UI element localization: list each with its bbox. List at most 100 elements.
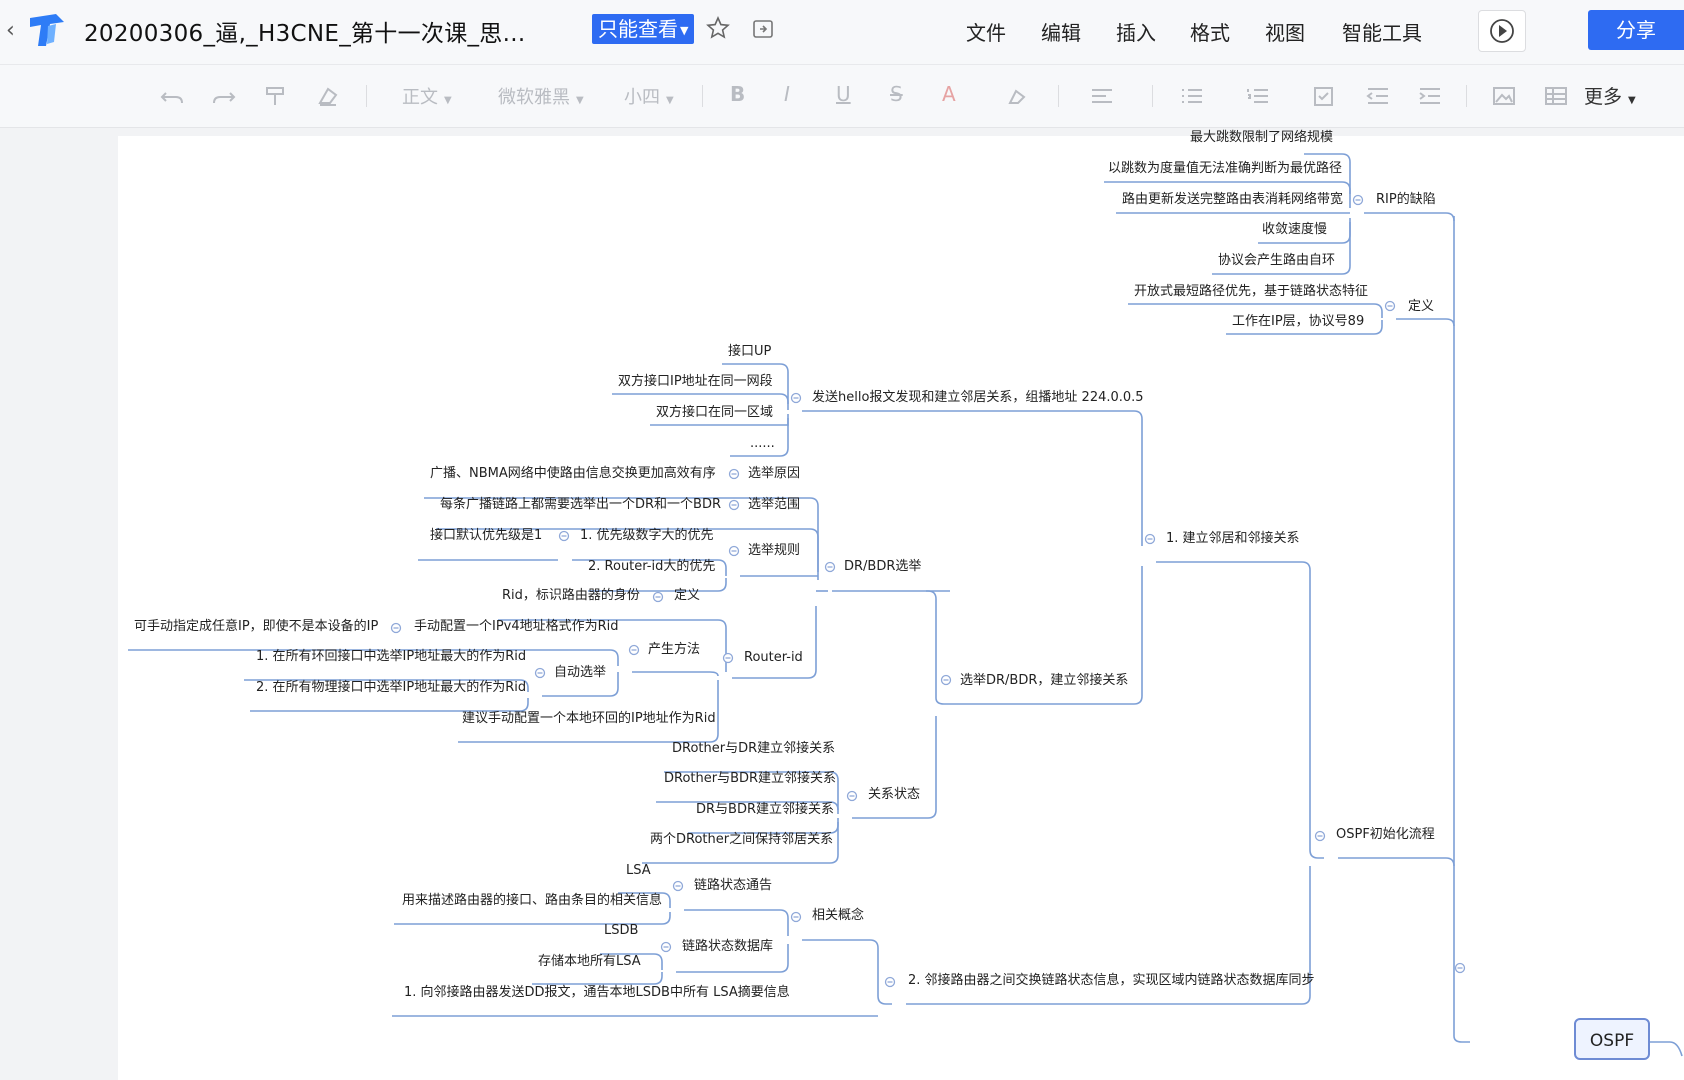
mindmap-node[interactable]: 定义 xyxy=(674,588,701,603)
share-button[interactable]: 分享 xyxy=(1588,10,1684,50)
strikethrough-button[interactable]: S xyxy=(890,82,903,106)
mindmap-node-relation-state[interactable]: 关系状态 xyxy=(868,787,921,802)
view-mode-dropdown[interactable]: 只能查看▼ xyxy=(592,14,695,44)
mindmap-node[interactable]: 最大跳数限制了网络规模 xyxy=(1190,130,1334,145)
document-title: 20200306_逼,_H3CNE_第十一次课_思... xyxy=(84,21,526,47)
mindmap-canvas[interactable]: 最大跳数限制了网络规模 以跳数为度量值无法准确判断为最优路径 路由更新发送完整路… xyxy=(118,130,1684,1080)
menu-format[interactable]: 格式 xyxy=(1190,21,1230,45)
chevron-down-icon: ▼ xyxy=(576,95,584,106)
mindmap-node[interactable]: 产生方法 xyxy=(648,642,701,657)
outdent-icon[interactable] xyxy=(1366,85,1390,107)
mindmap-node[interactable]: 2. 在所有物理接口中选举IP地址最大的作为Rid xyxy=(256,680,527,695)
mindmap-node[interactable]: 链路状态数据库 xyxy=(682,939,774,954)
mindmap-root-node[interactable]: OSPF xyxy=(1574,1018,1650,1060)
mindmap-node[interactable]: 选举范围 xyxy=(748,497,801,512)
view-mode-label: 只能查看 xyxy=(598,17,678,41)
menu-insert[interactable]: 插入 xyxy=(1116,21,1156,45)
mindmap-node[interactable]: 开放式最短路径优先，基于链路状态特征 xyxy=(1134,284,1369,299)
bold-button[interactable]: B xyxy=(730,82,746,106)
highlight-icon[interactable] xyxy=(1006,85,1030,107)
mindmap-node[interactable]: ...... xyxy=(750,436,775,451)
mindmap-node-drbdr[interactable]: DR/BDR选举 xyxy=(844,559,922,574)
more-label: 更多 xyxy=(1584,86,1623,108)
clear-format-icon[interactable] xyxy=(316,85,340,107)
mindmap-node[interactable]: 2. Router-id大的优先 xyxy=(588,559,716,574)
align-icon[interactable] xyxy=(1090,85,1114,107)
toolbar-divider xyxy=(702,85,703,107)
mindmap-node[interactable]: 选举规则 xyxy=(748,543,801,558)
table-icon[interactable] xyxy=(1544,85,1568,107)
numbered-list-icon[interactable] xyxy=(1246,85,1270,107)
mindmap-node[interactable]: DR与BDR建立邻接关系 xyxy=(696,802,835,817)
mindmap-node[interactable]: Rid，标识路由器的身份 xyxy=(502,588,640,603)
mindmap-node-hello[interactable]: 发送hello报文发现和建立邻居关系，组播地址 224.0.0.5 xyxy=(812,390,1144,405)
mindmap-node[interactable]: 协议会产生路由自环 xyxy=(1218,253,1336,268)
mindmap-node[interactable]: 以跳数为度量值无法准确判断为最优路径 xyxy=(1108,161,1343,176)
mindmap-node[interactable]: 1. 在所有环回接口中选举IP地址最大的作为Rid xyxy=(256,649,527,664)
mindmap-node[interactable]: 建议手动配置一个本地环回的IP地址作为Rid xyxy=(462,711,716,726)
mindmap-node[interactable]: 自动选举 xyxy=(554,665,607,680)
mindmap-node[interactable]: LSDB xyxy=(604,923,639,938)
mindmap-node[interactable]: 每条广播链路上都需要选举出一个DR和一个BDR xyxy=(440,497,722,512)
mindmap-node[interactable]: 双方接口在同一区域 xyxy=(656,405,774,420)
format-toolbar: 正文▼ 微软雅黑▼ 小四▼ B I U S A 更多▼ xyxy=(0,65,1684,128)
mindmap-node[interactable]: DRother与DR建立邻接关系 xyxy=(672,741,836,756)
chevron-down-icon: ▼ xyxy=(666,95,674,106)
back-icon[interactable]: ‹ xyxy=(6,18,15,43)
mindmap-node[interactable]: 双方接口IP地址在同一网段 xyxy=(618,374,773,389)
toolbar-divider xyxy=(1152,85,1153,107)
menu-smart-tools[interactable]: 智能工具 xyxy=(1342,21,1422,45)
mindmap-node-rip-defects[interactable]: RIP的缺陷 xyxy=(1376,192,1436,207)
underline-button[interactable]: U xyxy=(836,82,851,106)
font-color-button[interactable]: A xyxy=(942,82,956,106)
font-size-label: 小四 xyxy=(624,87,660,108)
title-bar: ‹ 20200306_逼,_H3CNE_第十一次课_思... 只能查看▼ 文件 … xyxy=(0,0,1684,65)
chevron-down-icon: ▼ xyxy=(444,95,452,106)
menu-edit[interactable]: 编辑 xyxy=(1041,21,1081,45)
indent-icon[interactable] xyxy=(1418,85,1442,107)
mindmap-node[interactable]: 路由更新发送完整路由表消耗网络带宽 xyxy=(1122,192,1344,207)
app-logo-icon xyxy=(30,14,64,46)
italic-button[interactable]: I xyxy=(784,82,790,106)
mindmap-node-concepts[interactable]: 相关概念 xyxy=(812,908,865,923)
paragraph-style-select[interactable]: 正文 ▼ xyxy=(402,83,452,109)
menu-view[interactable]: 视图 xyxy=(1265,21,1305,45)
move-to-folder-icon[interactable] xyxy=(752,18,774,40)
font-family-select[interactable]: 微软雅黑▼ xyxy=(498,83,584,109)
mindmap-node-definition[interactable]: 定义 xyxy=(1408,299,1435,314)
undo-icon[interactable] xyxy=(160,85,184,107)
mindmap-node[interactable]: 可手动指定成任意IP，即使不是本设备的IP xyxy=(134,619,379,634)
star-icon[interactable] xyxy=(706,16,730,40)
presentation-button[interactable] xyxy=(1478,10,1526,52)
mindmap-node-router-id[interactable]: Router-id xyxy=(744,650,803,665)
mindmap-node[interactable]: 1. 优先级数字大的优先 xyxy=(580,528,714,543)
bullet-list-icon[interactable] xyxy=(1180,85,1204,107)
mindmap-node[interactable]: 手动配置一个IPv4地址格式作为Rid xyxy=(414,619,619,634)
mindmap-node-init[interactable]: OSPF初始化流程 xyxy=(1336,827,1435,842)
mindmap-node[interactable]: 接口UP xyxy=(728,344,772,359)
mindmap-node[interactable]: 用来描述路由器的接口、路由条目的相关信息 xyxy=(402,893,663,908)
paragraph-style-label: 正文 xyxy=(402,87,438,108)
mindmap-node[interactable]: 链路状态通告 xyxy=(694,878,773,893)
mindmap-node-step1[interactable]: 1. 建立邻居和邻接关系 xyxy=(1166,531,1300,546)
mindmap-node[interactable]: 存储本地所有LSA xyxy=(538,954,641,969)
image-icon[interactable] xyxy=(1492,85,1516,107)
redo-icon[interactable] xyxy=(212,85,236,107)
mindmap-node[interactable]: 工作在IP层，协议号89 xyxy=(1232,314,1365,329)
checklist-icon[interactable] xyxy=(1312,85,1336,107)
format-painter-icon[interactable] xyxy=(264,85,288,107)
mindmap-node[interactable]: 两个DRother之间保持邻居关系 xyxy=(650,832,834,847)
mindmap-node[interactable]: 接口默认优先级是1 xyxy=(430,528,543,543)
menu-file[interactable]: 文件 xyxy=(966,21,1006,45)
more-tools-dropdown[interactable]: 更多▼ xyxy=(1584,82,1636,109)
mindmap-node[interactable]: LSA xyxy=(626,863,651,878)
mindmap-connectors xyxy=(128,153,1683,1057)
mindmap-node[interactable]: 收敛速度慢 xyxy=(1262,222,1328,237)
mindmap-node[interactable]: 广播、NBMA网络中使路由信息交换更加高效有序 xyxy=(430,466,716,481)
mindmap-node-elect-adj[interactable]: 选举DR/BDR，建立邻接关系 xyxy=(960,673,1129,688)
mindmap-node[interactable]: 选举原因 xyxy=(748,466,801,481)
font-size-select[interactable]: 小四 ▼ xyxy=(624,83,674,109)
mindmap-node[interactable]: DRother与BDR建立邻接关系 xyxy=(664,771,837,786)
mindmap-node-step2[interactable]: 2. 邻接路由器之间交换链路状态信息，实现区域内链路状态数据库同步 xyxy=(908,973,1315,988)
mindmap-node[interactable]: 1. 向邻接路由器发送DD报文，通告本地LSDB中所有 LSA摘要信息 xyxy=(404,985,790,1000)
